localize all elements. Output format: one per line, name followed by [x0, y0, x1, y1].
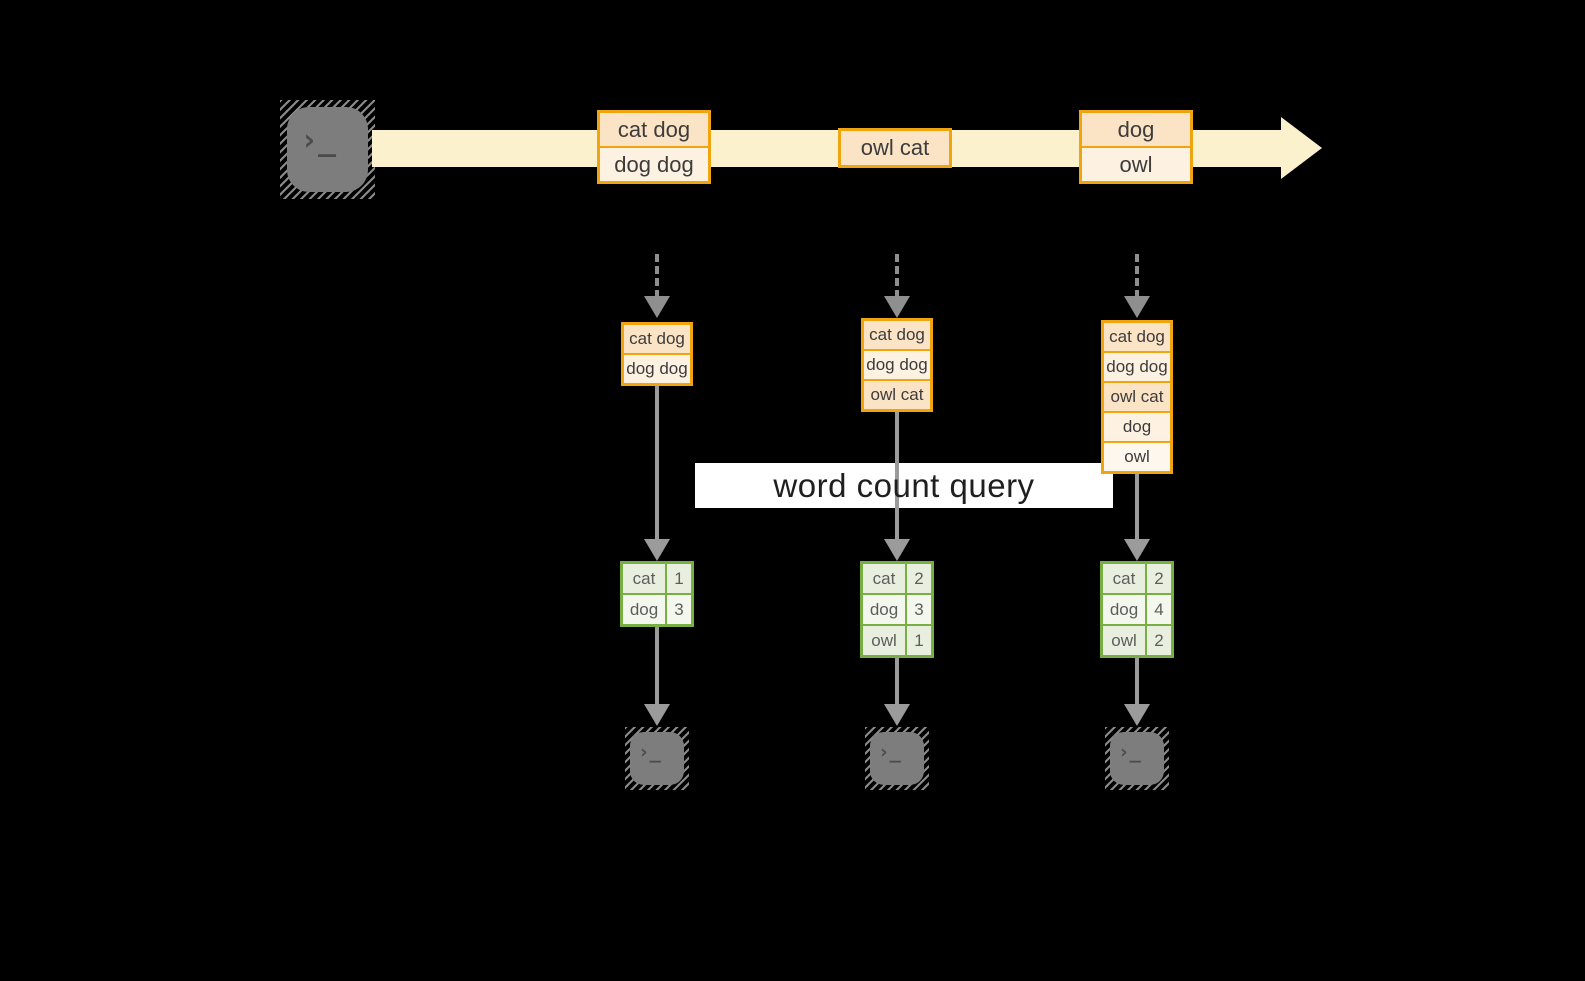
- source-terminal-body: [287, 107, 368, 192]
- arrow-line: [895, 658, 899, 705]
- arrow-line: [1135, 658, 1139, 705]
- query-label-box: [695, 463, 1113, 508]
- word-cell: dog: [863, 595, 905, 624]
- output-terminal-body: [630, 732, 684, 785]
- event-line: owl cat: [841, 131, 949, 165]
- count-table-2: cat 2 dog 3 owl 1: [860, 561, 934, 658]
- source-terminal-icon: ›_: [280, 100, 375, 199]
- word-cell: cat: [623, 564, 665, 593]
- terminal-prompt-icon: ›_: [638, 741, 661, 763]
- count-cell: 1: [907, 626, 931, 655]
- arrow-line: [895, 412, 899, 541]
- dashed-arrow-line: [895, 254, 899, 298]
- dashed-arrow-line: [1135, 254, 1139, 298]
- count-cell: 3: [907, 595, 931, 624]
- buffer-line: dog: [1104, 413, 1170, 441]
- arrow-head-icon: [1124, 539, 1150, 561]
- buffer-line: cat dog: [624, 325, 690, 353]
- buffer-stack-1: cat dog dog dog: [621, 322, 693, 386]
- count-table-1: cat 1 dog 3: [620, 561, 694, 627]
- word-cell: owl: [863, 626, 905, 655]
- event-line: owl: [1082, 148, 1190, 181]
- word-cell: owl: [1103, 626, 1145, 655]
- arrow-line: [655, 384, 659, 541]
- count-cell: 2: [1147, 626, 1171, 655]
- buffer-line: cat dog: [1104, 323, 1170, 351]
- output-terminal-body: [870, 732, 924, 785]
- word-cell: cat: [863, 564, 905, 593]
- count-cell: 3: [667, 595, 691, 624]
- dashed-arrow-head-icon: [884, 296, 910, 318]
- arrow-head-icon: [884, 704, 910, 726]
- buffer-line: dog dog: [864, 351, 930, 379]
- output-terminal-icon: ›_: [865, 727, 929, 790]
- buffer-line: owl cat: [1104, 383, 1170, 411]
- word-cell: dog: [1103, 595, 1145, 624]
- count-cell: 2: [1147, 564, 1171, 593]
- dashed-arrow-line: [655, 254, 659, 298]
- terminal-prompt-icon: ›_: [300, 123, 337, 158]
- dashed-arrow-head-icon: [644, 296, 670, 318]
- count-table-3: cat 2 dog 4 owl 2: [1100, 561, 1174, 658]
- arrow-line: [655, 627, 659, 705]
- timeline-event-3: dog owl: [1079, 110, 1193, 184]
- buffer-line: cat dog: [864, 321, 930, 349]
- output-terminal-icon: ›_: [625, 727, 689, 790]
- output-terminal-body: [1110, 732, 1164, 785]
- word-cell: dog: [623, 595, 665, 624]
- event-line: dog: [1082, 113, 1190, 146]
- arrow-head-icon: [644, 539, 670, 561]
- buffer-line: dog dog: [624, 355, 690, 383]
- buffer-line: owl: [1104, 443, 1170, 471]
- output-terminal-icon: ›_: [1105, 727, 1169, 790]
- arrow-head-icon: [644, 704, 670, 726]
- dashed-arrow-head-icon: [1124, 296, 1150, 318]
- buffer-stack-2: cat dog dog dog owl cat: [861, 318, 933, 412]
- buffer-line: owl cat: [864, 381, 930, 409]
- terminal-prompt-icon: ›_: [878, 741, 901, 763]
- arrow-head-icon: [1124, 704, 1150, 726]
- terminal-prompt-icon: ›_: [1118, 741, 1141, 763]
- stream-arrow-head-icon: [1281, 117, 1322, 179]
- count-cell: 2: [907, 564, 931, 593]
- arrow-line: [1135, 474, 1139, 541]
- word-cell: cat: [1103, 564, 1145, 593]
- count-cell: 1: [667, 564, 691, 593]
- event-line: cat dog: [600, 113, 708, 146]
- count-cell: 4: [1147, 595, 1171, 624]
- buffer-stack-3: cat dog dog dog owl cat dog owl: [1101, 320, 1173, 474]
- buffer-line: dog dog: [1104, 353, 1170, 381]
- query-label: word count query: [773, 466, 1035, 504]
- event-line: dog dog: [600, 148, 708, 181]
- timeline-event-1: cat dog dog dog: [597, 110, 711, 184]
- timeline-event-2: owl cat: [838, 128, 952, 168]
- arrow-head-icon: [884, 539, 910, 561]
